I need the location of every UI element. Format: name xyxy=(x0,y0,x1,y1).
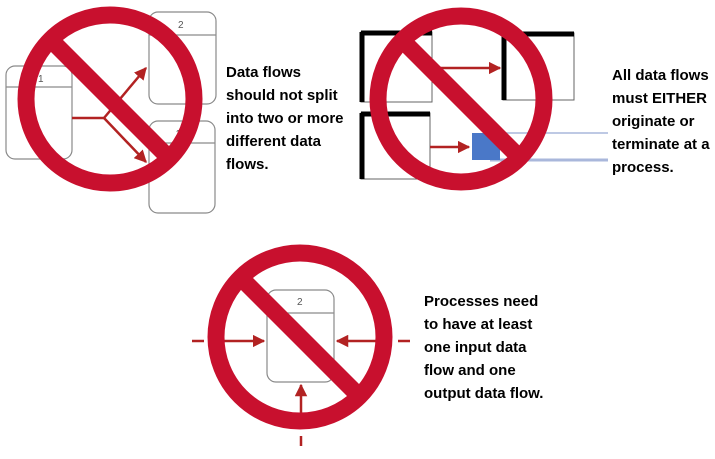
panel-originate-terminate xyxy=(359,7,608,191)
rule-text-no-split: Data flows should not split into two or … xyxy=(226,61,344,176)
process-id-label: 2 xyxy=(178,20,184,31)
rule-text-line: flows. xyxy=(226,156,269,173)
rule-text-input-output: Processes need to have at least one inpu… xyxy=(424,290,543,405)
process-id-label: 1 xyxy=(38,74,44,85)
rule-text-line: must EITHER xyxy=(612,90,708,107)
rule-text-line: one input data xyxy=(424,339,527,356)
rule-text-line: to have at least xyxy=(424,316,533,333)
rule-text-line: terminate at a xyxy=(612,136,710,153)
panel-no-split: 1 2 3 xyxy=(5,6,217,214)
data-flow-branch-down xyxy=(103,117,147,163)
process-id-label: 2 xyxy=(297,297,303,308)
rule-text-line: should not split xyxy=(226,87,338,104)
rule-text-line: Processes need xyxy=(424,293,539,310)
rule-text-line: different data xyxy=(226,133,322,150)
rule-text-line: process. xyxy=(612,159,674,176)
rule-text-line: output data flow. xyxy=(424,385,544,402)
prohibition-sign xyxy=(17,6,203,192)
rule-text-originate-terminate: All data flows must EITHER originate or … xyxy=(612,64,710,179)
rule-text-line: into two or more xyxy=(226,110,344,127)
prohibition-sign xyxy=(369,7,553,191)
rule-text-line: All data flows xyxy=(612,67,709,84)
prohibition-sign xyxy=(207,244,393,430)
panel-input-output: 2 xyxy=(192,244,410,446)
rule-text-line: flow and one xyxy=(424,362,516,379)
rule-text-line: Data flows xyxy=(226,64,302,81)
rule-text-line: originate or xyxy=(612,113,695,130)
